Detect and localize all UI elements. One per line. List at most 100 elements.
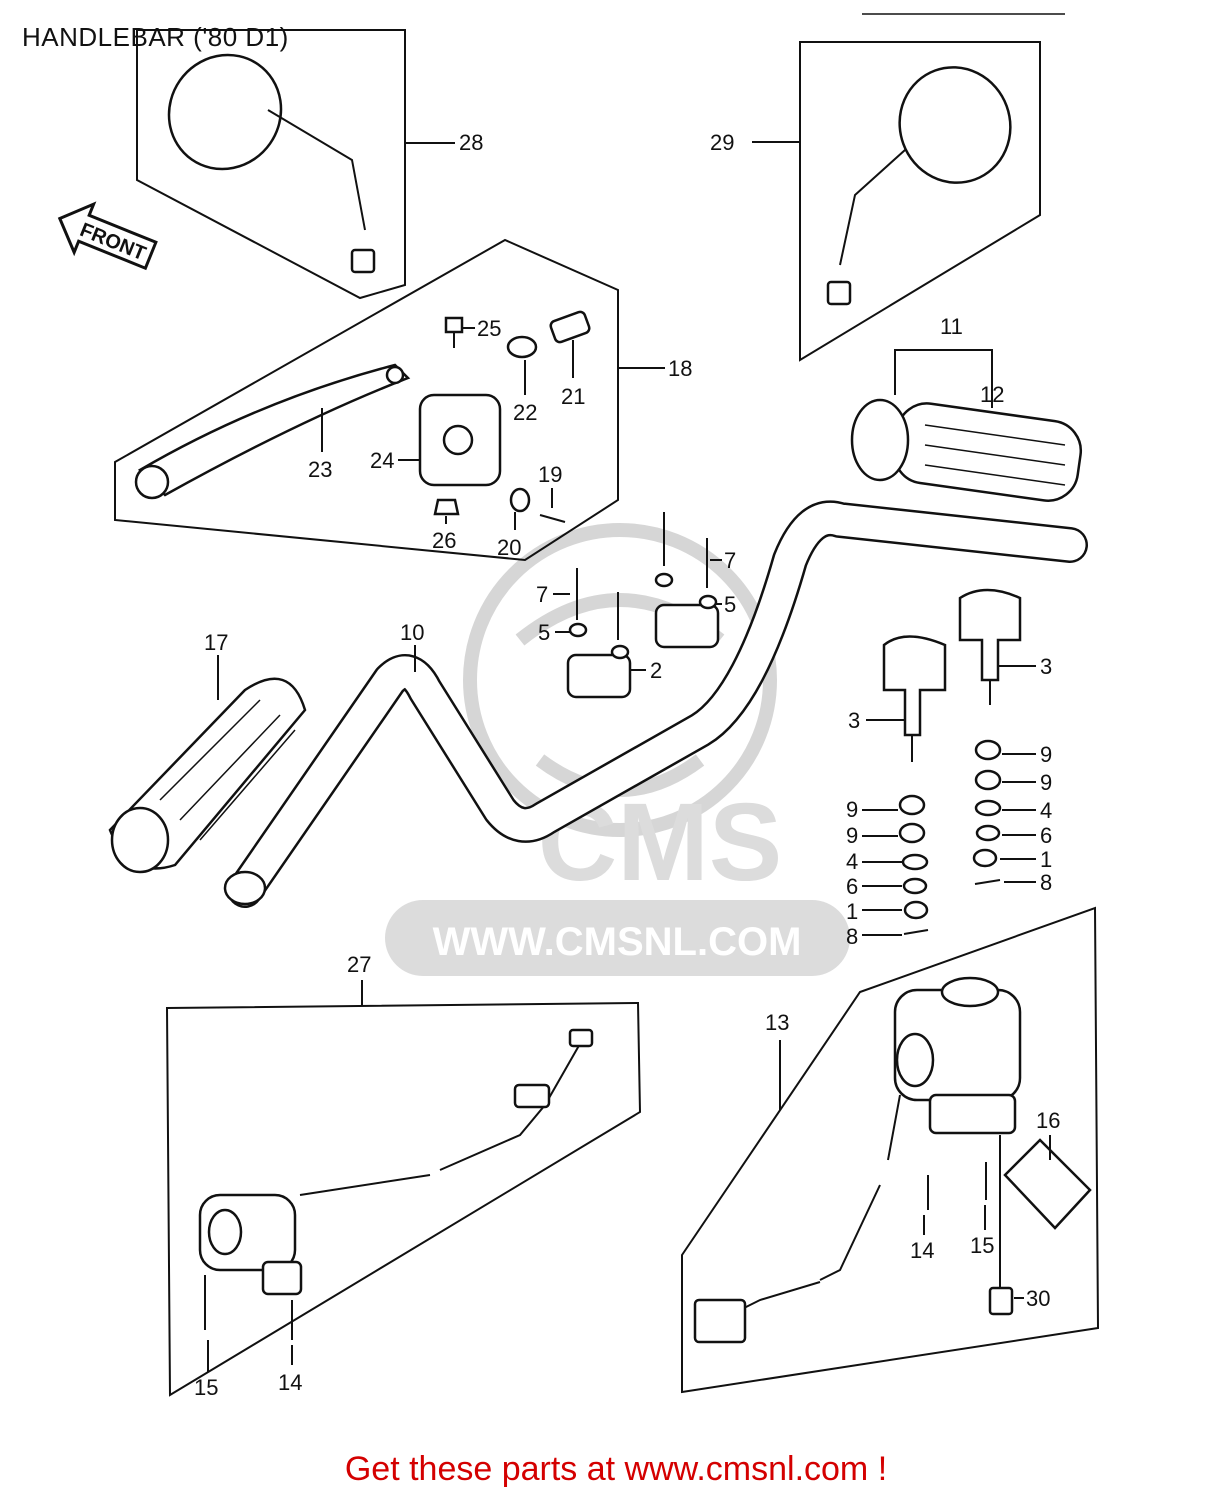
callout-28: 28 [459, 130, 483, 155]
callout-2: 2 [650, 658, 662, 683]
footer-banner[interactable]: Get these parts at www.cmsnl.com ! [344, 1450, 888, 1488]
left-grip-pattern [159, 699, 296, 841]
callout-3b: 3 [1040, 654, 1052, 679]
upper-holder-left [566, 653, 632, 699]
callout-20: 20 [497, 535, 521, 560]
left-mirror-stem [267, 109, 366, 231]
left-grip-end [110, 806, 170, 874]
callout-18: 18 [668, 356, 692, 381]
throttle-grip [892, 402, 1083, 502]
callout-26: 26 [432, 528, 456, 553]
handlebar-group: 10 [223, 500, 1088, 908]
callout-5b: 5 [724, 592, 736, 617]
callout-1a: 1 [846, 899, 858, 924]
callout-29: 29 [710, 130, 734, 155]
left-switch-connector-b [513, 1083, 551, 1109]
left-mirror-group: 28 [136, 29, 483, 300]
left-mirror-nut [350, 248, 376, 274]
callout-23: 23 [308, 457, 332, 482]
handlebar-end [223, 870, 267, 906]
washer-right-4 [974, 799, 1002, 817]
callout-12: 12 [980, 382, 1004, 407]
washer-left-4 [901, 853, 929, 871]
damper-right-2 [974, 769, 1002, 791]
callout-19: 19 [538, 462, 562, 487]
callout-8a: 8 [846, 924, 858, 949]
cotter-right-8 [974, 879, 1001, 885]
clutch-lever [137, 363, 411, 497]
upper-holder-right [654, 603, 720, 649]
right-switch-connector [693, 1298, 747, 1344]
nut-right-1 [972, 848, 998, 868]
callout-9c: 9 [846, 797, 858, 822]
callout-17: 17 [204, 630, 228, 655]
right-switch-group: 30 14 15 16 13 [681, 906, 1100, 1394]
callout-7a: 7 [536, 582, 548, 607]
leader-11-12 [894, 349, 993, 408]
washer-left-a [568, 622, 588, 638]
right-switch-harness [819, 1094, 901, 1281]
washer-left-6 [902, 877, 928, 895]
bolt-19 [539, 514, 566, 523]
throttle-grip-group: 11 12 [850, 314, 1083, 502]
left-switch-panel [165, 1001, 642, 1397]
lower-holder-left [882, 635, 947, 737]
handlebar-tube [229, 503, 1086, 906]
callout-24: 24 [370, 448, 394, 473]
adjuster-locknut [506, 335, 538, 359]
callout-27: 27 [347, 952, 371, 977]
right-stack-group: 9 9 4 6 1 8 [972, 739, 1052, 895]
diagram-title: HANDLEBAR ('80 D1) [22, 22, 289, 52]
right-mirror-stem [839, 149, 906, 266]
left-switch-connector [568, 1028, 594, 1048]
callout-9b: 9 [1040, 770, 1052, 795]
callout-3a: 3 [848, 708, 860, 733]
callout-11: 11 [940, 314, 963, 339]
handlebar-holder-group: 7 7 5 5 2 [536, 512, 736, 699]
cable-adjuster [549, 310, 591, 344]
lower-holder-group: 3 3 [848, 588, 1052, 762]
right-switch-knob [940, 976, 1000, 1008]
washer-left-b [610, 644, 630, 660]
callout-4a: 4 [846, 849, 858, 874]
left-mirror-glass [167, 53, 283, 171]
right-switch-bore [895, 1032, 935, 1088]
plate-16 [1003, 1138, 1092, 1230]
lever-holder-bore [442, 424, 474, 456]
left-switch-group: 15 14 27 [165, 952, 642, 1400]
callout-15a: 15 [194, 1375, 218, 1400]
right-switch-wires [739, 1281, 821, 1311]
left-switch-harness [299, 1034, 586, 1196]
left-switch-bore [207, 1208, 243, 1256]
lever-assembly-group: 18 25 22 21 23 24 19 26 20 [114, 238, 692, 562]
left-switch-lower [261, 1260, 303, 1296]
callout-14b: 14 [910, 1238, 934, 1263]
right-mirror-nut [826, 280, 852, 306]
callout-5a: 5 [538, 620, 550, 645]
right-mirror-group: 29 [710, 41, 1041, 362]
damper-left-1 [898, 794, 926, 816]
callout-9a: 9 [1040, 742, 1052, 767]
washer-right-6 [975, 824, 1001, 842]
left-mirror-panel [136, 29, 406, 300]
nut-left-1 [903, 900, 929, 920]
callout-1b: 1 [1040, 847, 1052, 872]
callout-15b: 15 [970, 1233, 994, 1258]
clutch-lever-tip [134, 464, 170, 500]
callout-4b: 4 [1040, 798, 1052, 823]
right-mirror-panel [799, 41, 1041, 362]
right-switch-lower [928, 1093, 1017, 1135]
callout-30: 30 [1026, 1286, 1050, 1311]
callout-10: 10 [400, 620, 424, 645]
right-mirror-glass [898, 66, 1012, 184]
callout-8b: 8 [1040, 870, 1052, 895]
watermark-url-bg [385, 900, 850, 976]
watermark-url: WWW.CMSNL.COM [433, 920, 802, 964]
callout-13: 13 [765, 1010, 789, 1035]
callout-14a: 14 [278, 1370, 302, 1395]
callout-7b: 7 [724, 548, 736, 573]
left-stack-group: 9 9 4 6 1 8 [846, 794, 929, 949]
throttle-grip-pattern [924, 424, 1066, 486]
damper-right-1 [974, 739, 1002, 761]
